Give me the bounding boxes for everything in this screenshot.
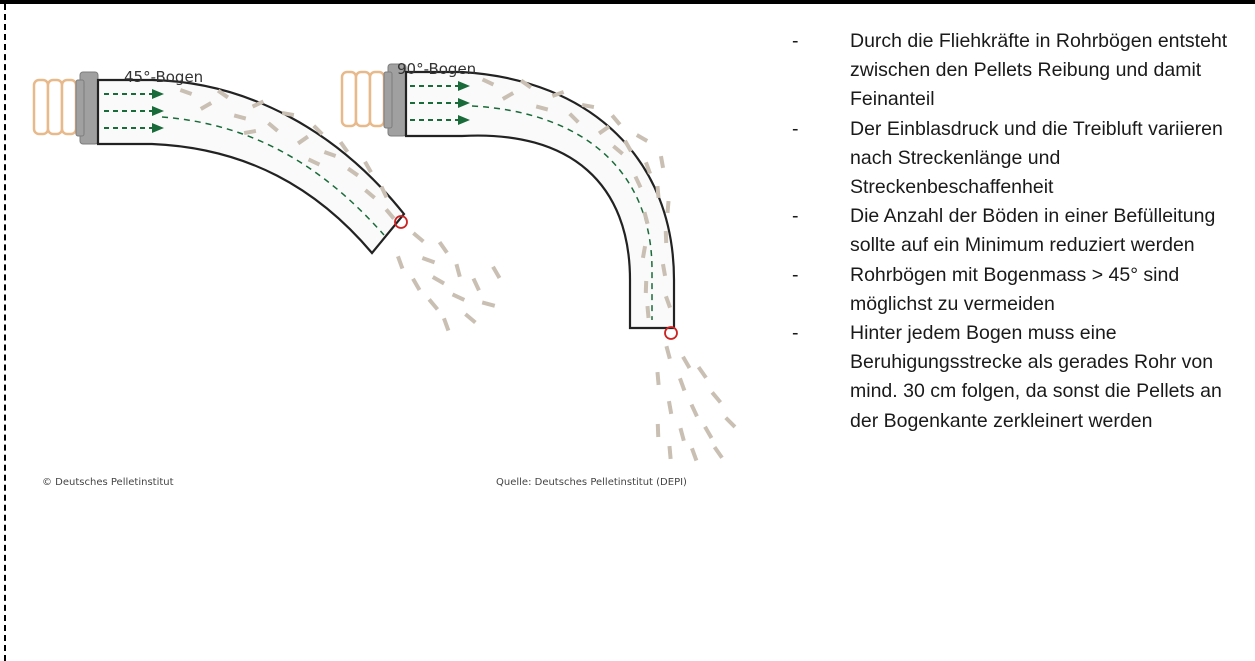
bullet-list: - Durch die Fliehkräfte in Rohrbögen ents…	[790, 27, 1250, 436]
scattered-pellets-90	[655, 345, 737, 462]
label-45-bend: 45°-Bogen	[124, 68, 204, 86]
bullet-item: - Durch die Fliehkräfte in Rohrbögen ents…	[790, 27, 1250, 115]
credit-left: © Deutsches Pelletinstitut	[42, 477, 174, 488]
left-border	[4, 4, 6, 661]
bullet-text: Rohrbögen mit Bogenmass > 45° sind mögli…	[850, 263, 1180, 315]
hose-90	[340, 70, 386, 128]
bullet-marker: -	[792, 263, 799, 286]
bend-45	[32, 71, 502, 332]
arrow-heads-45	[152, 89, 164, 133]
pipe-45	[96, 78, 406, 255]
flow-arrows-90	[410, 85, 458, 121]
impact-marker-45	[394, 215, 408, 229]
bullet-item: - Hinter jedem Bogen muss eine Beruhigung…	[790, 319, 1250, 436]
bullet-marker: -	[792, 30, 799, 52]
coupling-45	[75, 71, 99, 145]
label-90-bend: 90°-Bogen	[397, 60, 477, 78]
bullet-text: Die Anzahl der Böden in einer Befülleitu…	[850, 205, 1216, 257]
bullet-text: Durch die Fliehkräfte in Rohrbögen entst…	[850, 30, 1228, 111]
bullet-item: - Die Anzahl der Böden in einer Befülleit…	[790, 202, 1250, 260]
arrow-heads-90	[458, 81, 470, 125]
bullet-text: Hinter jedem Bogen muss eine Beruhigungs…	[850, 322, 1222, 432]
flow-line-90	[471, 105, 653, 320]
pipe-90	[404, 70, 676, 330]
bullet-marker: -	[792, 205, 799, 228]
pipe-bend-illustration	[32, 63, 737, 462]
pellets-90	[481, 77, 672, 319]
bend-90	[340, 63, 737, 462]
hose-45	[32, 78, 78, 136]
bullet-item: - Der Einblasdruck und die Treibluft vari…	[790, 115, 1250, 203]
flow-line-45	[161, 116, 385, 236]
top-border	[0, 0, 1255, 4]
scattered-pellets-45	[396, 231, 502, 332]
pipe-bend-diagram: 45°-Bogen 90°-Bogen © Deutsches Pelletin…	[12, 20, 752, 490]
bullet-marker: -	[792, 117, 799, 140]
flow-arrows-45	[104, 93, 152, 129]
impact-marker-90	[664, 326, 678, 340]
bullet-item: - Rohrbögen mit Bogenmass > 45° sind mögl…	[790, 261, 1250, 319]
credit-right: Quelle: Deutsches Pelletinstitut (DEPI)	[496, 477, 687, 488]
pellets-45	[179, 88, 396, 220]
bullet-marker: -	[792, 322, 799, 345]
bullet-text: Der Einblasdruck und die Treibluft varii…	[850, 117, 1223, 199]
